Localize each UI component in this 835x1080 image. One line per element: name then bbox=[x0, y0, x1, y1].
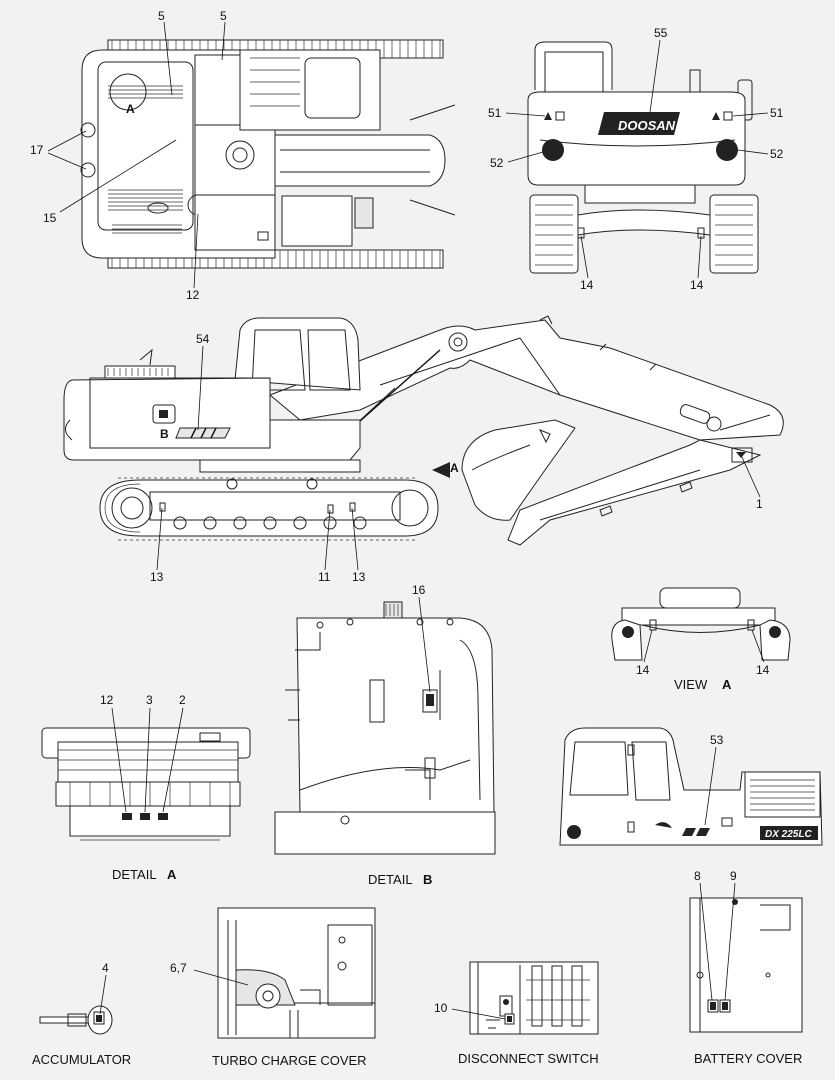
side-bucket bbox=[461, 419, 576, 521]
rear-light-right bbox=[716, 139, 738, 161]
side-view bbox=[63, 315, 784, 546]
caption-disconnect: DISCONNECT SWITCH bbox=[458, 1051, 599, 1066]
rear-light-left bbox=[542, 139, 564, 161]
callout-a-top: A bbox=[126, 102, 135, 116]
top-engine-cover bbox=[97, 61, 194, 231]
caption-view-a-prefix: VIEW bbox=[674, 677, 708, 692]
callout-9: 9 bbox=[730, 869, 737, 883]
view-a-arrow bbox=[432, 462, 450, 478]
top-boom bbox=[274, 134, 446, 187]
rear-track-left bbox=[529, 194, 579, 274]
callout-14-rear-left: 14 bbox=[580, 278, 594, 292]
rear-cab bbox=[534, 41, 613, 90]
rear-counterweight bbox=[527, 91, 746, 186]
callout-5-right: 5 bbox=[220, 9, 227, 23]
callout-51-right: 51 bbox=[770, 106, 784, 120]
caption-turbo: TURBO CHARGE COVER bbox=[212, 1053, 367, 1068]
rear-track-right bbox=[709, 194, 759, 274]
top-view bbox=[80, 39, 456, 269]
detail-b-panel bbox=[296, 617, 495, 813]
callout-5-left: 5 bbox=[158, 9, 165, 23]
cab-model-text: DX 225LC bbox=[765, 829, 812, 840]
callout-b-side: B bbox=[160, 427, 169, 441]
side-arm-lower bbox=[507, 439, 762, 546]
callout-1: 1 bbox=[756, 497, 763, 511]
rear-brand-badge bbox=[598, 112, 680, 135]
callout-52-left: 52 bbox=[490, 156, 504, 170]
view-a-idler-left bbox=[611, 619, 643, 661]
callout-53: 53 bbox=[710, 733, 724, 747]
callout-14-view-a-left: 14 bbox=[636, 663, 650, 677]
caption-view-a-letter: A bbox=[722, 677, 732, 692]
accumulator-drawing bbox=[39, 1005, 113, 1035]
rear-brand-text: DOOSAN bbox=[618, 118, 676, 133]
callout-17: 17 bbox=[30, 143, 44, 157]
view-a-idler-right bbox=[759, 619, 791, 661]
detail-b-drawing bbox=[274, 601, 496, 855]
callout-12-detail: 12 bbox=[100, 693, 114, 707]
callout-16: 16 bbox=[412, 583, 426, 597]
callout-51-left: 51 bbox=[488, 106, 502, 120]
turbo-drawing bbox=[217, 907, 376, 1039]
caption-detail-b-letter: B bbox=[423, 872, 432, 887]
callout-11: 11 bbox=[318, 570, 331, 584]
callout-a-arrow: A bbox=[450, 461, 459, 475]
callout-3: 3 bbox=[146, 693, 153, 707]
callout-10: 10 bbox=[434, 1001, 448, 1015]
side-cab bbox=[234, 317, 361, 391]
callout-54: 54 bbox=[196, 332, 210, 346]
caption-detail-b-prefix: DETAIL bbox=[368, 872, 413, 887]
callout-52-right: 52 bbox=[770, 147, 784, 161]
caption-detail-a-prefix: DETAIL bbox=[112, 867, 157, 882]
battery-cover-panel bbox=[689, 897, 803, 1033]
callout-12-top: 12 bbox=[186, 288, 200, 302]
caption-accumulator: ACCUMULATOR bbox=[32, 1052, 131, 1067]
battery-drawing bbox=[689, 897, 803, 1033]
side-upper-body bbox=[63, 377, 361, 461]
callout-6-7: 6,7 bbox=[170, 961, 187, 975]
callout-15: 15 bbox=[43, 211, 57, 225]
rear-view bbox=[527, 41, 759, 274]
callout-13-right: 13 bbox=[352, 570, 366, 584]
callout-14-view-a-right: 14 bbox=[756, 663, 770, 677]
side-boom-arm bbox=[269, 319, 784, 441]
detail-a-drawing bbox=[41, 727, 251, 841]
caption-battery: BATTERY COVER bbox=[694, 1051, 802, 1066]
callout-13-left: 13 bbox=[150, 570, 164, 584]
caption-detail-a-letter: A bbox=[167, 867, 177, 882]
cab-model-badge bbox=[760, 826, 818, 840]
callout-2: 2 bbox=[179, 693, 186, 707]
cab-side-drawing bbox=[559, 727, 823, 846]
view-a-drawing bbox=[611, 587, 791, 661]
disconnect-drawing bbox=[469, 961, 599, 1035]
callout-8: 8 bbox=[694, 869, 701, 883]
callout-55: 55 bbox=[654, 26, 668, 40]
side-track bbox=[99, 479, 439, 537]
callout-4: 4 bbox=[102, 961, 109, 975]
top-detail-a-circle bbox=[109, 73, 147, 111]
callout-14-rear-right: 14 bbox=[690, 278, 704, 292]
